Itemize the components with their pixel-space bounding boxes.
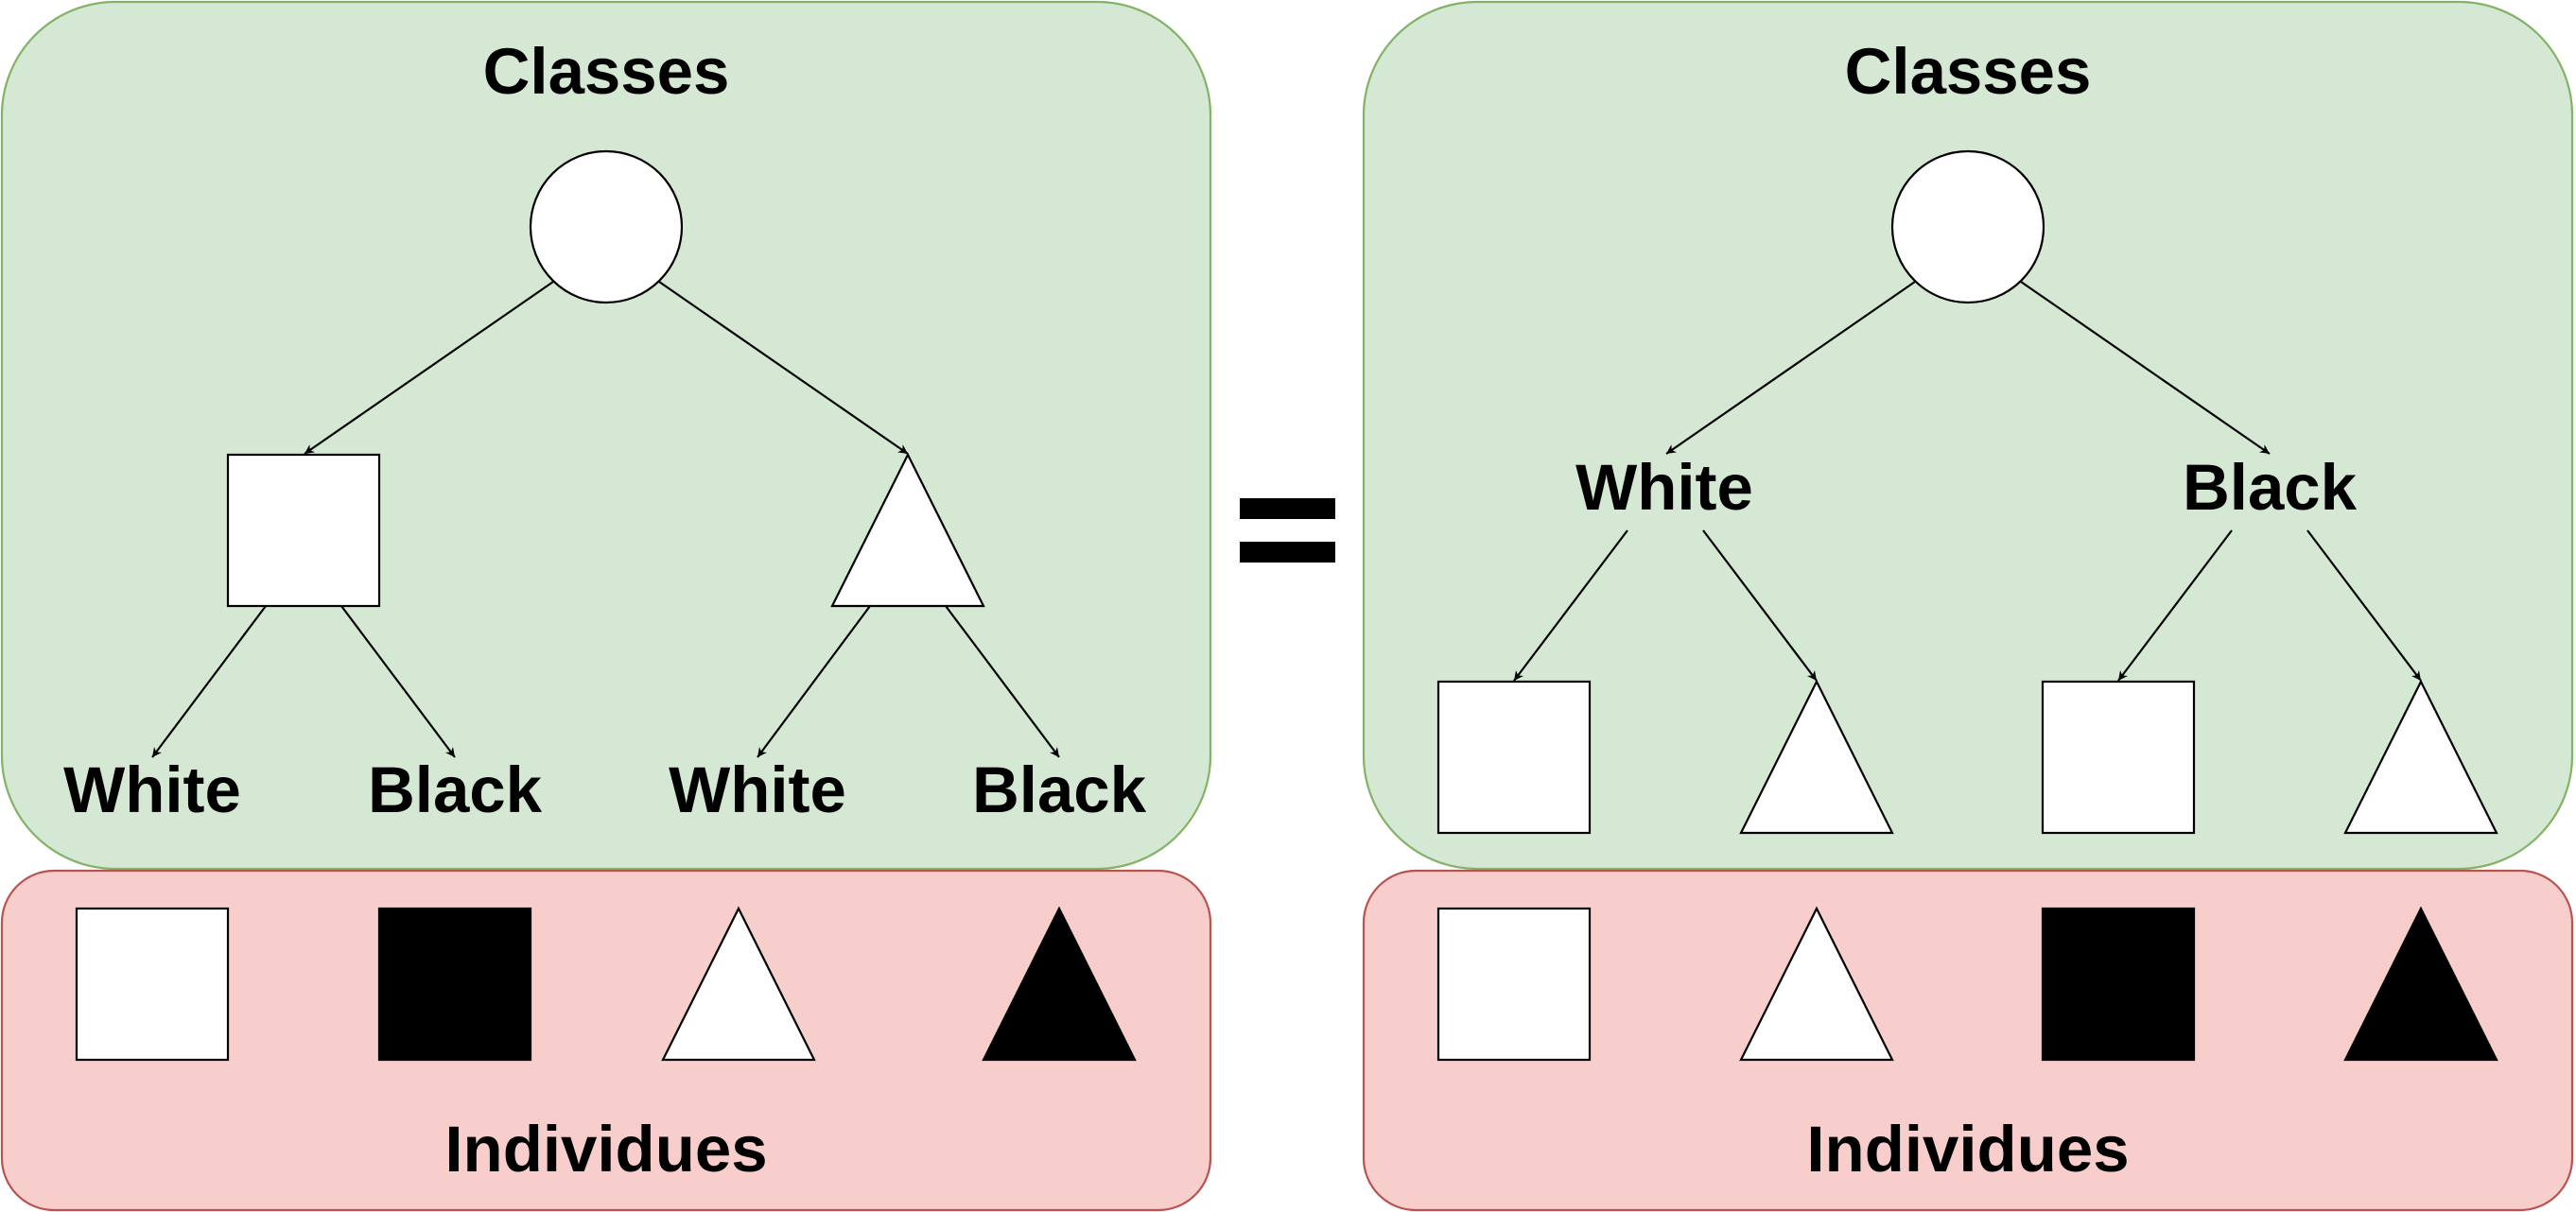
left-edge-root-triangle [658,281,909,455]
left-label-black-2: Black [972,753,1147,826]
right-individual-black-triangle-icon [2343,906,2498,1062]
equals-sign [1240,498,1335,563]
right-label-black: Black [2183,451,2358,524]
right-edge-white-triangle [1702,529,1818,682]
right-edge-black-square [2117,529,2233,682]
right-edge-black-triangle [2306,529,2422,682]
left-edge-root-square [304,281,554,455]
left-classes-panel [0,0,1212,871]
right-classes-panel [1362,0,2574,871]
right-label-white: White [1575,451,1753,524]
right-white-square-icon [1436,680,1592,835]
left-individual-white-square-icon [75,907,230,1062]
left-edge-triangle-black [945,605,1060,758]
right-individual-black-square-icon [2041,907,2196,1062]
right-hierarchy: Classes White Black Individues [1362,0,2574,1212]
left-individual-white-triangle-icon [661,906,816,1062]
equals-bar-bottom [1240,542,1335,563]
left-individual-black-triangle-icon [982,906,1137,1062]
right-edge-root-black [2020,281,2271,455]
right-root-circle-icon [1890,149,2045,304]
equals-bar-top [1240,498,1335,519]
left-triangle-icon [830,452,985,608]
left-label-black-1: Black [368,753,543,826]
right-individual-white-triangle-icon [1739,906,1894,1062]
left-individual-black-square-icon [377,907,532,1062]
right-individuals-title: Individues [1806,1113,2129,1186]
left-edge-square-black [340,605,456,758]
right-classes-title: Classes [1845,35,2092,108]
left-root-circle-icon [529,149,684,304]
left-label-white-1: White [63,753,241,826]
right-white-triangle-icon [1739,679,1894,835]
left-edge-triangle-white [757,605,871,758]
right-black-square-icon [2041,680,2196,835]
left-hierarchy: Classes White Black White Black Individu… [0,0,1212,1212]
right-black-triangle-icon [2343,679,2498,835]
right-edge-white-square [1513,529,1628,682]
right-edge-root-white [1665,281,1916,455]
left-square-icon [226,453,381,608]
left-individuals-panel [0,869,1212,1212]
left-edge-square-white [151,605,267,758]
right-individuals-panel [1362,869,2574,1212]
left-classes-title: Classes [483,35,730,108]
right-individual-white-square-icon [1436,907,1592,1062]
left-individuals-title: Individues [444,1113,767,1186]
left-label-white-2: White [669,753,846,826]
